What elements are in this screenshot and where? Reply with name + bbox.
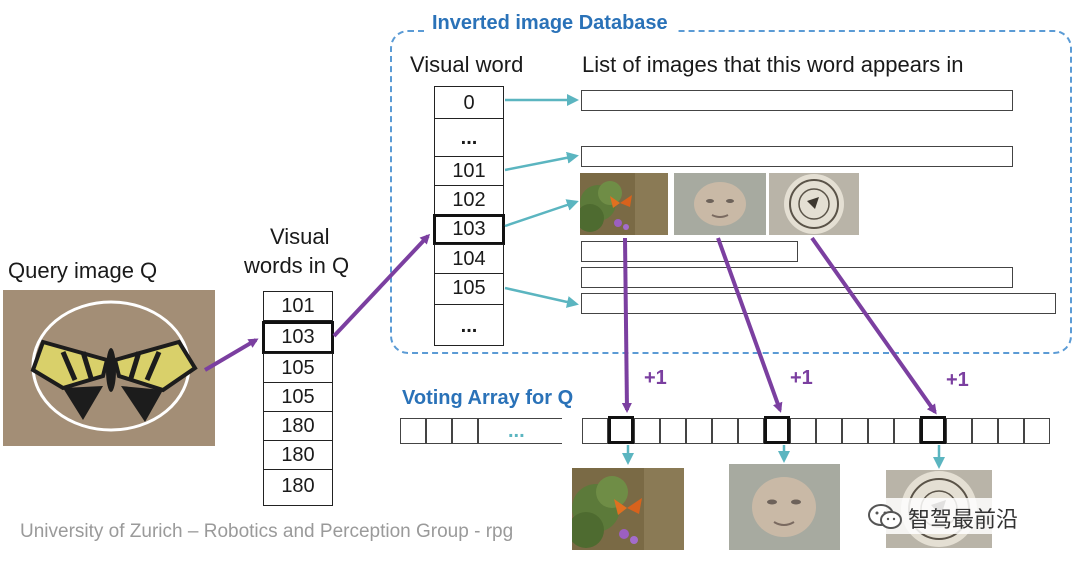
vote-cell [400,418,426,444]
db-word-cell: 102 [434,185,504,215]
vote-cell [842,418,868,444]
vote-cell-highlighted [608,416,634,444]
visual-word-header: Visual word [410,52,524,77]
vote-increment-label: +1 [790,367,813,389]
query-word-cell: 180 [263,469,333,506]
query-word-cell: 180 [263,411,333,441]
vote-cell [972,418,998,444]
vote-increment-label: +1 [644,367,667,389]
inverted-database-box [390,30,1072,354]
image-list-bar [581,267,1013,288]
voting-array-title: Voting Array for Q [402,387,574,409]
arrow-vote-3 [810,236,937,415]
image-list-bar [581,90,1013,111]
vote-cell [634,418,660,444]
vote-cell [998,418,1024,444]
vote-cell [452,418,478,444]
wechat-icon [868,504,902,535]
watermark: 智驾最前沿 [862,498,1050,534]
db-word-cell: ... [434,118,504,157]
watermark-text: 智驾最前沿 [908,507,1019,532]
result-butterfly-thumbnail [572,468,684,550]
vote-cell [426,418,452,444]
arrow-list-103 [504,199,579,228]
voting-array-ellipsis: ... [508,420,525,442]
vote-cell [660,418,686,444]
vote-cell [712,418,738,444]
db-word-cell: ... [434,304,504,346]
visual-words-label-line1: Visual [270,224,330,249]
butterfly-garden-thumbnail [580,173,668,235]
arrow-vote-2 [716,237,783,413]
arrow-query-to-words [203,338,259,372]
arrow-vote-1 [621,237,632,413]
vote-cell [790,418,816,444]
vote-cell [816,418,842,444]
arrow-list-101 [504,151,579,172]
vote-cell [686,418,712,444]
db-word-cell: 0 [434,86,504,119]
db-word-cell: 101 [434,156,504,186]
portrait-thumbnail [674,173,766,235]
vote-cell [868,418,894,444]
image-list-header: List of images that this word appears in [582,52,964,77]
query-word-cell: 105 [263,353,333,383]
result-portrait-thumbnail [729,464,840,550]
image-list-bar [581,146,1013,167]
footer-credit: University of Zurich – Robotics and Perc… [20,521,514,542]
vote-cell-highlighted [920,416,946,444]
vote-cell [738,418,764,444]
seal-thumbnail [769,173,859,235]
vote-cell [1024,418,1050,444]
visual-words-label-line2: words in Q [244,253,350,278]
query-word-cell: 180 [263,440,333,470]
vote-cell-highlighted [764,416,790,444]
database-title: Inverted image Database [424,12,676,35]
vote-cell [946,418,972,444]
query-word-cell: 105 [263,382,333,412]
arrow-list-105 [504,286,579,308]
vote-increment-label: +1 [946,369,969,391]
query-word-cell: 101 [263,291,333,321]
arrow-word-to-database [332,233,431,338]
vote-cell [582,418,608,444]
vote-cell [894,418,920,444]
db-word-cell: 105 [434,273,504,305]
db-word-cell: 104 [434,244,504,274]
query-butterfly-image [3,290,215,446]
vote-cell-gap [480,418,562,444]
db-word-cell-highlighted: 103 [433,214,505,245]
query-word-cell-highlighted: 103 [262,321,334,354]
image-list-bar [581,241,798,262]
image-list-bar [581,293,1056,314]
query-image-label: Query image Q [8,258,158,283]
